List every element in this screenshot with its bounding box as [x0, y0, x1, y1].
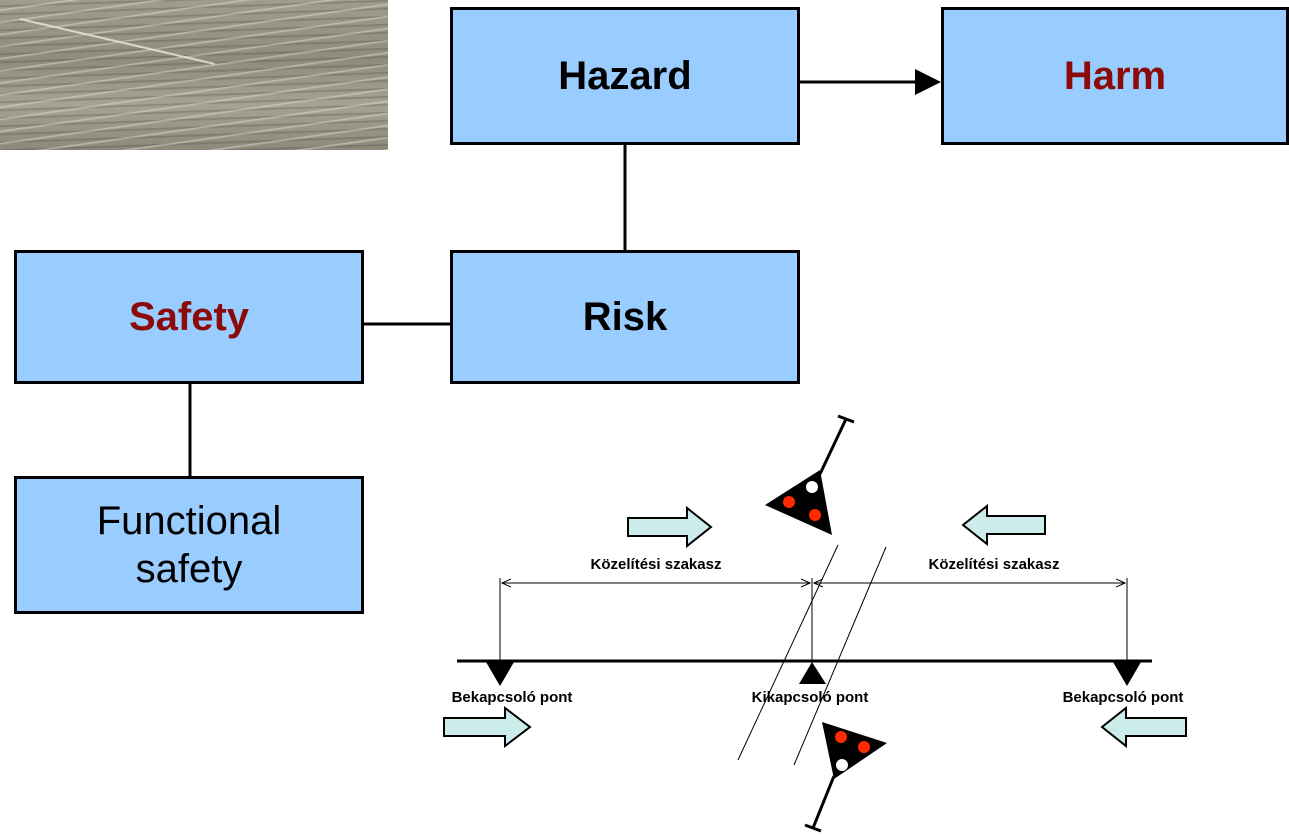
crossing-signal-top [765, 414, 855, 535]
safety-box: Safety [14, 250, 364, 384]
signal-lamp-red [835, 731, 847, 743]
switch-on-marker-right [1113, 662, 1141, 686]
approach-label-left: Közelítési szakasz [591, 556, 722, 573]
direction-arrow-right-bottom [443, 705, 532, 749]
harm-label: Harm [1063, 53, 1167, 98]
switch-on-marker-left [486, 662, 514, 686]
switch-off-label: Kikapcsoló pont [752, 689, 869, 706]
crossing-signal-bottom [804, 722, 887, 833]
direction-arrow-left-top [961, 503, 1046, 547]
signal-lamp-white [806, 481, 818, 493]
switch-off-marker [799, 662, 826, 684]
signal-lamp-red [809, 509, 821, 521]
switch-on-label-left: Bekapcsoló pont [452, 689, 573, 706]
road-line-1 [737, 544, 839, 761]
approach-label-right: Közelítési szakasz [929, 556, 1060, 573]
signal-lamp-red [858, 741, 870, 753]
direction-arrow-right-top [627, 505, 713, 549]
safety-label: Safety [128, 294, 250, 339]
hazard-harm-arrowhead [915, 69, 941, 95]
signal-lamp-red [783, 496, 795, 508]
rail-tracks-photo [0, 0, 388, 150]
signal-lamp-white [836, 759, 848, 771]
switch-on-label-right: Bekapcsoló pont [1063, 689, 1184, 706]
direction-arrow-left-bottom [1100, 705, 1187, 749]
hazard-box: Hazard [450, 7, 800, 145]
harm-box: Harm [941, 7, 1289, 145]
risk-box: Risk [450, 250, 800, 384]
hazard-label: Hazard [558, 53, 692, 98]
risk-label: Risk [582, 294, 668, 339]
